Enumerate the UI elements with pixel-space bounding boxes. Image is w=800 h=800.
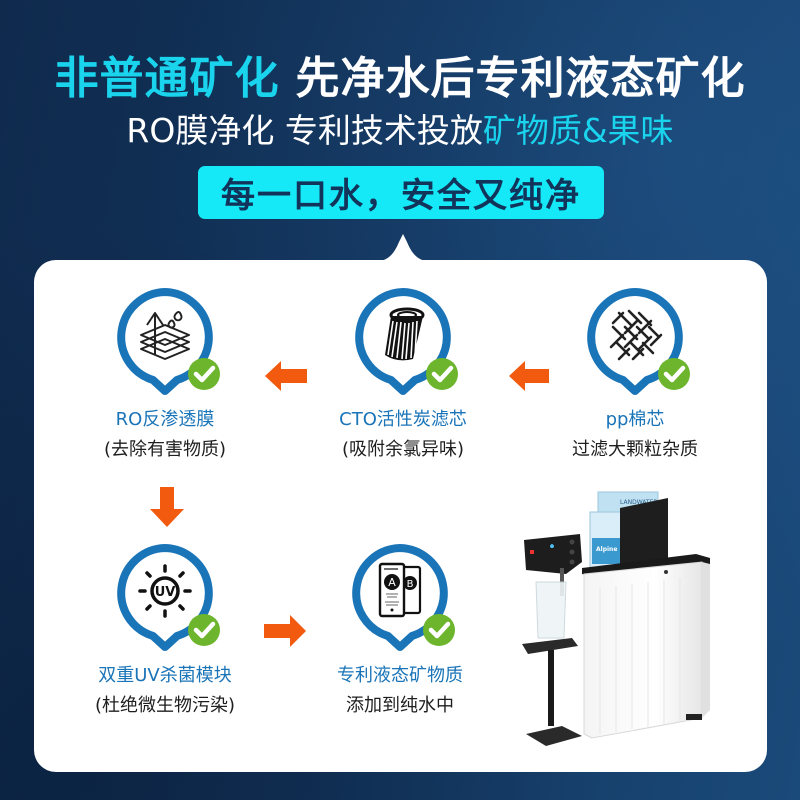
step-icon-uv: UV [115, 543, 220, 653]
step-title: RO反渗透膜 [115, 409, 215, 430]
subline-main: RO膜净化 专利技术投放 [126, 111, 483, 150]
dispenser-lid [620, 498, 668, 570]
subheadline: RO膜净化 专利技术投放矿物质&果味 [0, 104, 800, 152]
headline: 非普通矿化先净水后专利液态矿化 [0, 42, 800, 106]
step-pp: pp棉芯 过滤大颗粒杂质 [535, 287, 735, 461]
step-desc: (去除有害物质) [103, 439, 227, 460]
step-mineral: B A 专利液态矿物质 添加到纯水中 [300, 543, 500, 717]
check-badge-icon [658, 358, 690, 390]
step-icon-mineral: B A [350, 543, 455, 653]
membrane-layers-icon [140, 311, 190, 360]
carbon-filter-cartridge-icon [385, 307, 425, 361]
slogan-pill: 每一口水，安全又纯净 [198, 166, 604, 219]
arrow-left-icon [265, 361, 307, 391]
step-icon-ro [115, 287, 220, 397]
step-desc: (吸附余氯异味) [341, 439, 465, 460]
step-title: 双重UV杀菌模块 [98, 665, 232, 686]
check-badge-icon [423, 614, 455, 646]
step-desc: 过滤大颗粒杂质 [572, 439, 698, 460]
location-pin-ring-icon [117, 288, 213, 395]
location-pin-ring-icon [587, 288, 683, 395]
mineral-packets-icon: B A [378, 562, 422, 618]
uv-sun-icon: UV [138, 564, 192, 618]
check-badge-icon [188, 614, 220, 646]
control-panel [524, 534, 582, 574]
packet-a-label: A [388, 576, 396, 589]
arrow-left-icon [509, 361, 549, 391]
arrow-right-icon [264, 615, 306, 647]
location-pin-ring-icon [117, 544, 213, 651]
headline-main: 先净水后专利液态矿化 [295, 53, 746, 104]
step-ro: RO反渗透膜 (去除有害物质) [65, 287, 265, 461]
step-title: pp棉芯 [605, 409, 665, 430]
arrow-down-icon [150, 487, 184, 527]
box-label: LANDWATER [620, 499, 658, 506]
step-cto: CTO活性炭滤芯 (吸附余氯异味) [303, 287, 503, 461]
box-sublabel: Alpine [596, 546, 617, 553]
headline-accent: 非普通矿化 [54, 53, 280, 104]
packet-b-label: B [407, 579, 414, 590]
cup-tray [522, 638, 578, 654]
card-notch [372, 234, 434, 262]
slogan-text: 每一口水，安全又纯净 [221, 176, 581, 216]
step-title: CTO活性炭滤芯 [339, 409, 467, 430]
step-icon-pp [585, 287, 690, 397]
step-uv: UV 双重UV杀菌模块 (杜绝微生物污染) [65, 543, 265, 717]
subline-accent: 矿物质&果味 [482, 111, 674, 150]
glass [535, 581, 567, 639]
step-icon-cto [353, 287, 458, 397]
water-dispenser-illustration: LANDWATER Alpine [522, 491, 710, 746]
mesh-fabric-icon [609, 309, 663, 361]
drip-tray [526, 726, 582, 746]
check-badge-icon [426, 358, 458, 390]
check-badge-icon [188, 358, 220, 390]
uv-label: UV [155, 585, 176, 600]
step-desc: 添加到纯水中 [346, 695, 454, 716]
step-title: 专利液态矿物质 [337, 665, 463, 686]
dispenser-body [583, 561, 703, 739]
step-desc: (杜绝微生物污染) [94, 695, 236, 716]
